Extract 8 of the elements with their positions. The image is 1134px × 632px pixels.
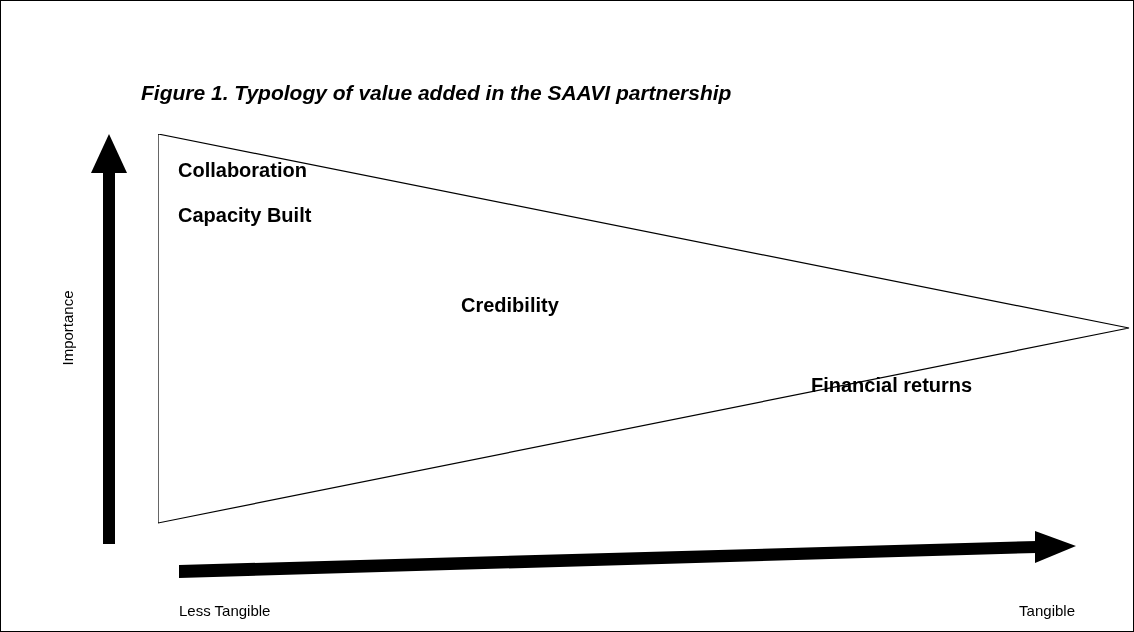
category-label: Collaboration xyxy=(178,159,307,182)
category-label: Credibility xyxy=(461,294,559,317)
triangle-shape xyxy=(158,134,1130,524)
category-label: Capacity Built xyxy=(178,204,312,227)
figure-title: Figure 1. Typology of value added in the SAAVI partnership xyxy=(141,81,732,105)
axis-label: Importance xyxy=(58,290,76,366)
axis-label: Less Tangible xyxy=(179,602,271,619)
axis-label: Tangible xyxy=(1019,602,1075,619)
